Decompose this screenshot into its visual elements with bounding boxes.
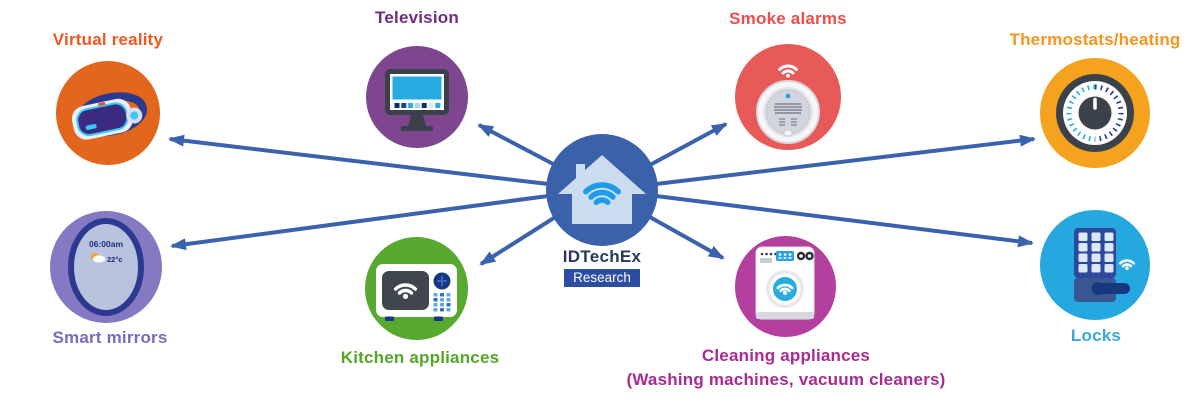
brand-block: IDTechEx Research — [538, 247, 666, 287]
cleaning-appliances-label-line2: (Washing machines, vacuum cleaners) — [626, 370, 946, 389]
node-circle-cleaning-appliances — [735, 236, 836, 337]
smoke-detector-icon — [756, 64, 820, 144]
smart-mirrors-label: Smart mirrors — [52, 328, 168, 347]
washing-machine-icon — [755, 246, 815, 320]
thermostat-dial-icon — [1056, 74, 1134, 152]
cleaning-appliances-label: Cleaning appliances (Washing machines, v… — [586, 344, 986, 392]
smart-tv-icon — [385, 69, 449, 131]
smart-mirror-icon: 06:00am 22°c — [68, 218, 144, 316]
node-circle-smart-mirrors: 06:00am 22°c — [50, 211, 162, 323]
node-circle-smoke-alarms — [735, 44, 841, 150]
smart-lock-icon — [1074, 228, 1136, 302]
arrow-to-cleaning-appliances — [647, 214, 725, 260]
arrow-to-thermostats-heating — [655, 134, 1036, 186]
smoke-alarms-label: Smoke alarms — [729, 9, 847, 28]
arrow-to-smoke-alarms — [647, 122, 728, 168]
smart-home-house-wifi-icon — [558, 155, 646, 224]
node-circle-television — [366, 46, 468, 148]
virtual-reality-label: Virtual reality — [52, 30, 164, 49]
arrow-to-television — [477, 123, 558, 168]
center-hub-circle — [546, 134, 658, 246]
node-circle-thermostats-heating — [1040, 58, 1150, 168]
node-circle-virtual-reality — [56, 61, 160, 165]
thermostats-heating-label: Thermostats/heating — [1009, 30, 1181, 49]
brand-division-badge: Research — [564, 269, 640, 287]
mirror-time-display: 06:00am — [89, 239, 123, 249]
mirror-temp-display: 22°c — [107, 255, 123, 264]
arrow-to-smart-mirrors — [170, 194, 549, 251]
arrow-to-kitchen-appliances — [479, 214, 559, 266]
brand-name: IDTechEx — [562, 247, 642, 266]
cloud-icon — [92, 255, 106, 263]
node-circle-locks — [1040, 210, 1150, 320]
arrow-to-virtual-reality — [168, 134, 549, 186]
node-circle-kitchen-appliances — [365, 237, 468, 340]
locks-label: Locks — [1070, 326, 1122, 345]
kitchen-appliances-label: Kitchen appliances — [340, 348, 500, 367]
microwave-icon — [376, 264, 457, 321]
vr-headset-icon — [71, 92, 147, 140]
arrow-to-locks — [655, 194, 1034, 248]
television-label: Television — [375, 8, 459, 27]
cleaning-appliances-label-line1: Cleaning appliances — [701, 346, 871, 365]
